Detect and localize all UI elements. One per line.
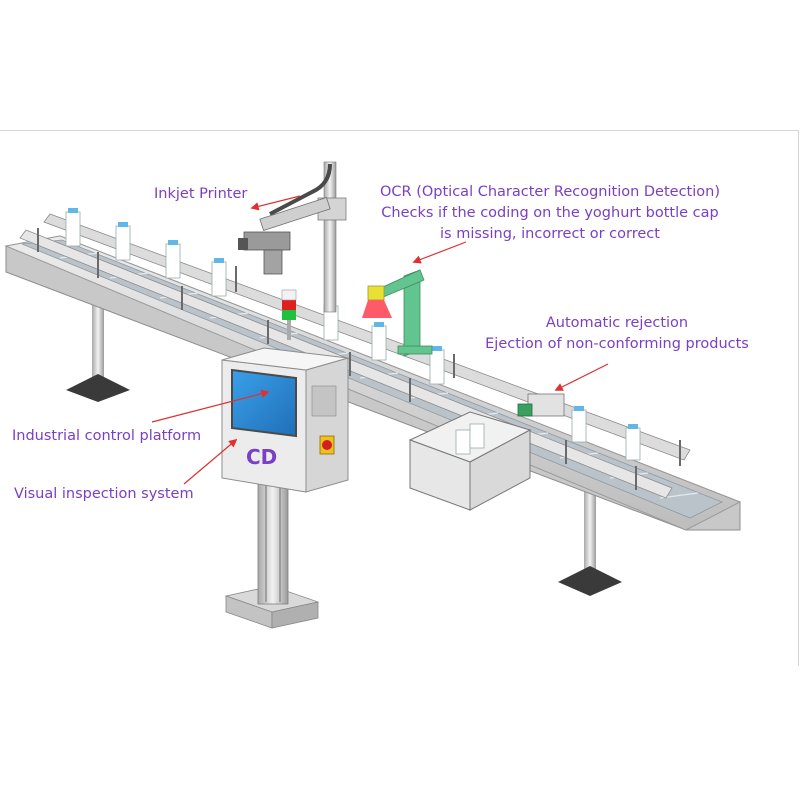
label-ocr: OCR (Optical Character Recognition Detec… xyxy=(380,182,720,245)
arrow-control-platform xyxy=(151,389,270,423)
yoghurt-bottles xyxy=(65,211,641,461)
label-inkjet-printer: Inkjet Printer xyxy=(154,186,248,202)
arrow-visual-inspection xyxy=(183,438,238,485)
ocr-camera xyxy=(362,269,433,357)
label-automatic-rejection: Automatic rejection Ejection of non-conf… xyxy=(478,313,756,355)
signal-light-tower xyxy=(281,289,297,340)
conveyor-right-leg xyxy=(558,480,622,596)
label-industrial-control-platform: Industrial control platform xyxy=(12,428,202,444)
reject-bin xyxy=(408,411,532,511)
control-cabinet: CD xyxy=(221,347,349,629)
callout-arrows xyxy=(151,195,609,485)
label-rejection-line1: Automatic rejection xyxy=(545,315,689,331)
arrow-rejection xyxy=(554,363,609,391)
label-ocr-line2: Checks if the coding on the yoghurt bott… xyxy=(381,205,719,221)
label-ocr-line1: OCR (Optical Character Recognition Detec… xyxy=(380,184,720,200)
conveyor-belt xyxy=(4,213,742,531)
rejection-unit xyxy=(517,393,565,417)
diagram-frame xyxy=(0,130,799,666)
label-visual-inspection-system: Visual inspection system xyxy=(14,486,194,502)
conveyor-left-leg xyxy=(66,290,130,402)
svg-text:CD: CD xyxy=(246,445,277,469)
label-ocr-line3: is missing, incorrect or correct xyxy=(440,226,660,242)
inkjet-printer xyxy=(238,161,347,313)
arrow-inkjet xyxy=(250,195,301,211)
label-rejection-line2: Ejection of non-conforming products xyxy=(485,336,749,352)
arrow-ocr xyxy=(412,241,467,264)
